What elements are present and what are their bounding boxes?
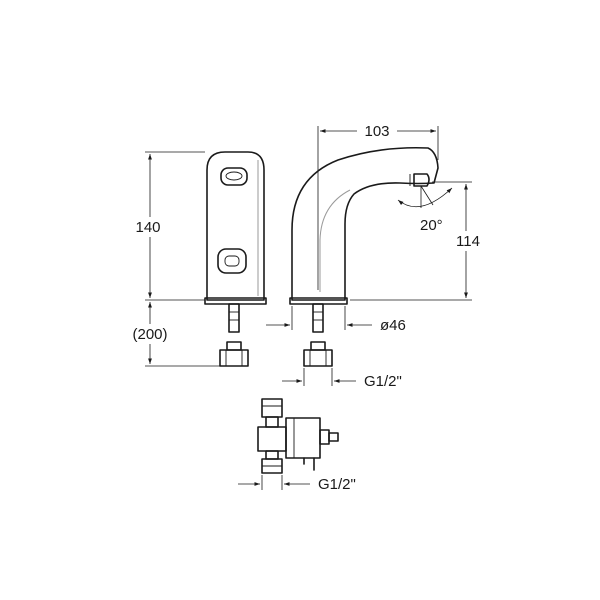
front-view-base [204,297,267,305]
height-side-label: 114 [456,233,480,250]
valve-coil [285,417,321,459]
side-view-base [289,297,348,305]
dimension-hose-length: (200) [124,302,222,367]
dimension-thread-upper: G1/2" [282,368,402,390]
thread-upper-label: G1/2" [364,373,402,390]
control-button [217,248,247,274]
dimension-height-front: 140 [128,151,205,301]
side-view-body [291,146,439,301]
front-view-body [206,151,265,301]
front-supply-hose [228,303,240,333]
dimension-spout-angle: 20° [397,185,453,234]
valve-top-nut [261,398,283,418]
side-view [289,146,439,367]
thread-lower-label: G1/2" [318,476,356,493]
dimension-width-side: 103 [317,122,439,290]
valve-connector [328,432,339,442]
hose-length-label: (200) [132,326,167,343]
sensor-window [220,167,248,186]
dimension-height-side: 114 [350,181,488,301]
spout-outlet [413,173,430,187]
base-diameter-label: ø46 [380,317,406,334]
dimension-thread-lower: G1/2" [238,475,356,493]
width-side-label: 103 [364,123,389,140]
dimension-base-diameter: ø46 [266,306,406,334]
front-view [204,151,267,367]
side-supply-hose [312,303,324,333]
solenoid-valve [257,398,339,474]
valve-body [257,426,287,452]
height-front-label: 140 [135,219,160,236]
spout-angle-label: 20° [420,217,443,234]
front-fitting [219,349,249,367]
side-fitting [303,349,333,367]
